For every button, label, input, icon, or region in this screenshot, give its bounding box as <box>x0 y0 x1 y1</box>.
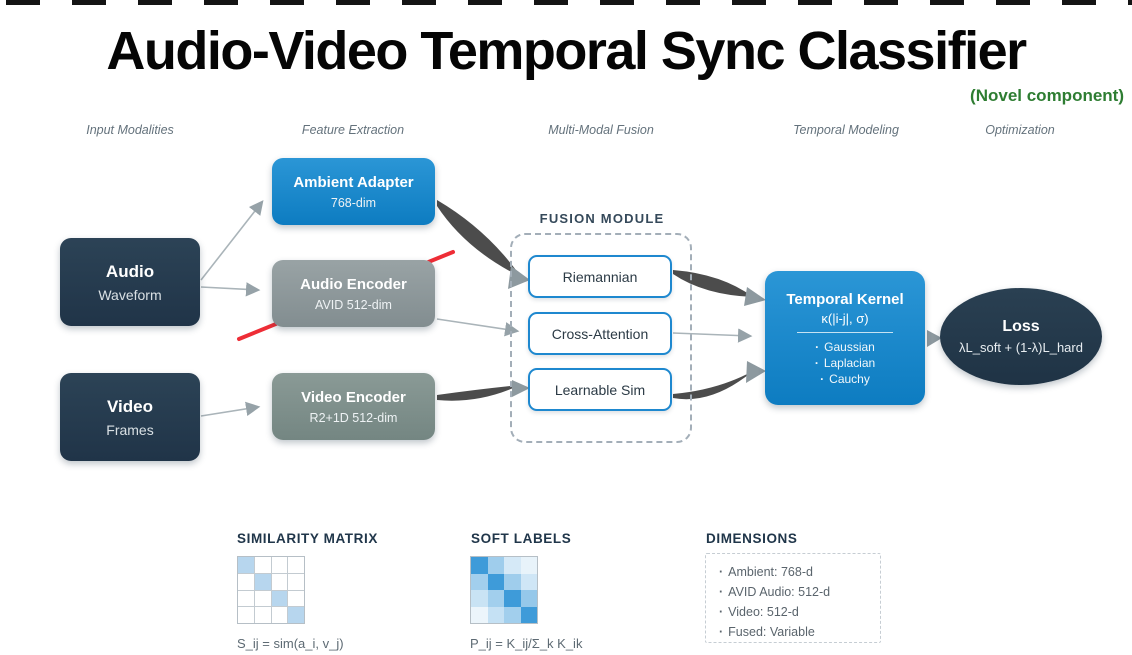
grid-cell <box>487 606 504 623</box>
ambient-adapter-title: Ambient Adapter <box>293 173 414 191</box>
soft-labels-title: SOFT LABELS <box>471 531 572 546</box>
grid-cell <box>471 557 488 574</box>
column-header-optimization: Optimization <box>985 123 1055 137</box>
grid-cell <box>471 573 488 590</box>
dimension-item-fused: Fused: Variable <box>719 625 880 639</box>
temporal-kernel-node: Temporal Kernel κ(|i-j|, σ) Gaussian Lap… <box>765 271 925 405</box>
video-encoder-title: Video Encoder <box>301 388 406 406</box>
grid-cell <box>254 607 271 623</box>
grid-cell <box>288 557 304 573</box>
kernel-item-cauchy: Cauchy <box>815 372 875 386</box>
grid-cell <box>288 573 304 590</box>
column-header-temporal-modeling: Temporal Modeling <box>793 123 899 137</box>
audio-encoder-node: Audio Encoder AVID 512-dim <box>272 260 435 327</box>
novel-component-badge: (Novel component) <box>970 86 1124 105</box>
arrow-audio-encoder-to-cross-attention <box>436 318 520 337</box>
fusion-item-riemannian: Riemannian <box>528 255 672 298</box>
grid-cell <box>238 557 254 573</box>
kernel-item-gaussian: Gaussian <box>815 340 875 354</box>
grid-cell <box>254 557 271 573</box>
band-ambient-adapter-to-riemannian <box>437 200 521 277</box>
top-dashed-border <box>0 0 1132 5</box>
arrow-audio-to-audio-encoder <box>200 282 261 297</box>
loss-formula: λL_soft + (1-λ)L_hard <box>959 340 1083 355</box>
video-encoder-subtitle: R2+1D 512-dim <box>309 410 398 425</box>
video-node-subtitle: Frames <box>106 421 154 438</box>
grid-cell <box>471 606 488 623</box>
grid-cell <box>271 573 288 590</box>
grid-cell <box>520 557 537 574</box>
dimensions-box: Ambient: 768-d AVID Audio: 512-d Video: … <box>705 553 881 643</box>
column-header-feature-extraction: Feature Extraction <box>301 123 405 137</box>
grid-cell <box>271 607 288 623</box>
kernel-divider <box>797 331 893 333</box>
audio-node-title: Audio <box>105 261 155 281</box>
grid-cell <box>520 573 537 590</box>
grid-cell <box>520 590 537 607</box>
grid-cell <box>504 573 521 590</box>
temporal-kernel-title: Temporal Kernel <box>786 290 904 308</box>
audio-encoder-subtitle: AVID 512-dim <box>315 297 392 312</box>
grid-cell <box>504 590 521 607</box>
grid-cell <box>487 557 504 574</box>
fusion-item-cross-attention: Cross-Attention <box>528 312 672 355</box>
grid-cell <box>238 590 254 607</box>
video-input-node: Video Frames <box>60 373 200 461</box>
fusion-module-label: FUSION MODULE <box>539 211 665 226</box>
dimensions-title: DIMENSIONS <box>706 531 798 546</box>
grid-cell <box>288 607 304 623</box>
column-header-multi-modal-fusion: Multi-Modal Fusion <box>548 123 654 137</box>
loss-node: Loss λL_soft + (1-λ)L_hard <box>940 288 1102 385</box>
fusion-module-container <box>510 233 692 443</box>
temporal-kernel-formula: κ(|i-j|, σ) <box>821 310 869 326</box>
grid-cell <box>504 606 521 623</box>
similarity-matrix-grid <box>237 556 305 624</box>
column-header-input-modalities: Input Modalities <box>86 123 174 137</box>
grid-cell <box>271 590 288 607</box>
audio-input-node: Audio Waveform <box>60 238 200 326</box>
dimension-item-avid-audio: AVID Audio: 512-d <box>719 585 880 599</box>
ambient-adapter-subtitle: 768-dim <box>330 195 377 210</box>
similarity-matrix-formula: S_ij = sim(a_i, v_j) <box>237 636 344 651</box>
grid-cell <box>471 590 488 607</box>
arrow-video-to-video-encoder <box>200 401 261 417</box>
dimension-item-video: Video: 512-d <box>719 605 880 619</box>
grid-cell <box>520 606 537 623</box>
video-node-title: Video <box>107 396 153 416</box>
dimension-item-ambient: Ambient: 768-d <box>719 565 880 579</box>
ambient-adapter-node: Ambient Adapter 768-dim <box>272 158 435 225</box>
loss-title: Loss <box>1002 318 1040 335</box>
video-encoder-node: Video Encoder R2+1D 512-dim <box>272 373 435 440</box>
grid-cell <box>238 607 254 623</box>
grid-cell <box>238 573 254 590</box>
arrowhead-kernel-in-bottom <box>746 361 766 383</box>
arrow-audio-to-ambient-adapter <box>200 200 264 281</box>
grid-cell <box>504 557 521 574</box>
similarity-matrix-title: SIMILARITY MATRIX <box>237 531 378 546</box>
grid-cell <box>271 557 288 573</box>
soft-labels-formula: P_ij = K_ij/Σ_k K_ik <box>470 636 583 651</box>
arrowhead-kernel-in-top <box>744 287 766 306</box>
grid-cell <box>254 573 271 590</box>
grid-cell <box>254 590 271 607</box>
audio-node-subtitle: Waveform <box>98 286 162 303</box>
band-video-encoder-to-learnable-sim <box>437 385 520 401</box>
soft-labels-grid <box>470 556 538 624</box>
fusion-item-learnable-sim: Learnable Sim <box>528 368 672 411</box>
grid-cell <box>288 590 304 607</box>
kernel-item-laplacian: Laplacian <box>815 356 875 370</box>
audio-encoder-title: Audio Encoder <box>300 275 407 293</box>
kernel-list: Gaussian Laplacian Cauchy <box>815 340 875 386</box>
grid-cell <box>487 590 504 607</box>
page-title: Audio-Video Temporal Sync Classifier <box>106 21 1027 81</box>
grid-cell <box>487 573 504 590</box>
